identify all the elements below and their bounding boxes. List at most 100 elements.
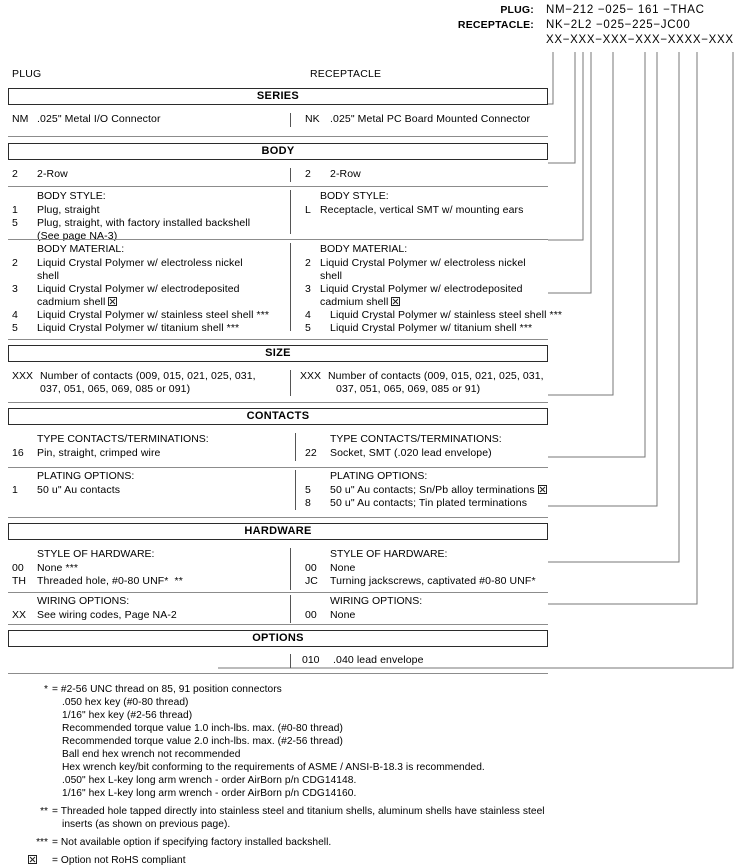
option-code: 1 bbox=[12, 484, 18, 496]
footnote-line: Ball end hex wrench not recommended bbox=[62, 749, 241, 760]
section-header-body: BODY bbox=[8, 143, 548, 160]
footnote-line: 1/16" hex key (#2-56 thread) bbox=[62, 710, 193, 721]
option-text: See wiring codes, Page NA-2 bbox=[37, 609, 177, 621]
option-text: Threaded hole, #0-80 UNF* ** bbox=[37, 575, 183, 587]
subsection-label: WIRING OPTIONS: bbox=[330, 595, 423, 607]
section-rule bbox=[8, 624, 548, 625]
option-code: 4 bbox=[305, 309, 311, 321]
section-rule bbox=[8, 517, 548, 518]
option-text: .025" Metal PC Board Mounted Connector bbox=[330, 113, 531, 125]
option-text: Plug, straight bbox=[37, 204, 100, 216]
receptacle-part-number: NK−2L2 −025−225−JC00 bbox=[546, 19, 691, 31]
option-text: cadmium shell bbox=[37, 296, 106, 308]
option-code: XXX bbox=[12, 370, 34, 382]
rohs-legend-icon-wrap bbox=[28, 854, 37, 867]
option-text: Liquid Crystal Polymer w/ titanium shell… bbox=[37, 322, 240, 334]
part-number-mask: XX−XXX−XXX−XXX−XXXX−XXX bbox=[546, 34, 734, 46]
option-text: Liquid Crystal Polymer w/ electrodeposit… bbox=[37, 283, 240, 295]
footnote-line: = #2-56 UNC thread on 85, 91 position co… bbox=[52, 684, 282, 695]
plug-part-number-row: PLUG: NM−212 −025− 161 −THAC bbox=[430, 4, 738, 19]
option-code: 00 bbox=[305, 562, 317, 574]
option-text-rohs: cadmium shell bbox=[37, 296, 118, 309]
column-divider bbox=[290, 654, 291, 668]
footnote-line: Recommended torque value 1.0 inch-lbs. m… bbox=[62, 723, 343, 734]
receptacle-label: RECEPTACLE: bbox=[457, 19, 534, 31]
plug-part-number: NM−212 −025− 161 −THAC bbox=[546, 4, 705, 16]
subsection-label: WIRING OPTIONS: bbox=[37, 595, 130, 607]
option-text: Pin, straight, crimped wire bbox=[37, 447, 161, 459]
column-divider bbox=[295, 470, 296, 510]
footnote-mark: *** bbox=[36, 837, 48, 848]
option-text: shell bbox=[320, 270, 343, 282]
option-code: 2 bbox=[305, 257, 311, 269]
option-code: L bbox=[305, 204, 311, 216]
option-code: 2 bbox=[12, 257, 18, 269]
column-caption-plug: PLUG bbox=[12, 68, 42, 80]
option-code: 5 bbox=[12, 217, 18, 229]
option-text: 2-Row bbox=[37, 168, 68, 180]
option-text: Liquid Crystal Polymer w/ electroless ni… bbox=[37, 257, 243, 269]
option-code: 1 bbox=[12, 204, 18, 216]
section-rule bbox=[8, 402, 548, 403]
option-code: XXX bbox=[300, 370, 322, 382]
option-code: NM bbox=[12, 113, 29, 125]
option-text: cadmium shell bbox=[320, 296, 389, 308]
section-rule bbox=[8, 186, 548, 187]
option-code: 8 bbox=[305, 497, 311, 509]
option-code: 3 bbox=[12, 283, 18, 295]
section-header-hardware: HARDWARE bbox=[8, 523, 548, 540]
rohs-noncompliant-icon bbox=[28, 855, 37, 864]
subsection-label: STYLE OF HARDWARE: bbox=[330, 548, 448, 560]
option-text: 037, 051, 065, 069, 085 or 091) bbox=[40, 383, 191, 395]
column-divider bbox=[295, 433, 296, 461]
part-number-header: PLUG: NM−212 −025− 161 −THAC RECEPTACLE:… bbox=[430, 4, 738, 49]
option-text: Liquid Crystal Polymer w/ electroless ni… bbox=[320, 257, 526, 269]
footnote-line: 1/16" hex L-key long arm wrench - order … bbox=[62, 788, 357, 799]
option-code: 3 bbox=[305, 283, 311, 295]
option-code: JC bbox=[305, 575, 318, 587]
section-rule bbox=[8, 136, 548, 137]
option-text: Number of contacts (009, 015, 021, 025, … bbox=[40, 370, 256, 382]
section-header-contacts: CONTACTS bbox=[8, 408, 548, 425]
option-code: 2 bbox=[12, 168, 18, 180]
footnote-line: .050" hex L-key long arm wrench - order … bbox=[62, 775, 357, 786]
section-header-options: OPTIONS bbox=[8, 630, 548, 647]
subsection-label: PLATING OPTIONS: bbox=[37, 470, 135, 482]
option-code: 4 bbox=[12, 309, 18, 321]
section-rule bbox=[8, 673, 548, 674]
footnote-line: Hex wrench key/bit conforming to the req… bbox=[62, 762, 485, 773]
option-text: 50 u" Au contacts bbox=[37, 484, 121, 496]
footnote-mark: * bbox=[44, 684, 48, 695]
option-text: Liquid Crystal Polymer w/ stainless stee… bbox=[330, 309, 563, 321]
option-code: TH bbox=[12, 575, 26, 587]
plug-label: PLUG: bbox=[500, 4, 534, 16]
subsection-label: BODY MATERIAL: bbox=[37, 243, 125, 255]
receptacle-part-number-row: RECEPTACLE: NK−2L2 −025−225−JC00 bbox=[430, 19, 738, 34]
section-rule bbox=[8, 592, 548, 593]
option-text: 037, 051, 065, 069, 085 or 91) bbox=[336, 383, 481, 395]
column-divider bbox=[290, 243, 291, 331]
section-rule bbox=[8, 239, 548, 240]
option-code: XX bbox=[12, 609, 27, 621]
footnote-line: = Threaded hole tapped directly into sta… bbox=[52, 806, 545, 817]
option-code: 00 bbox=[12, 562, 24, 574]
option-text: 2-Row bbox=[330, 168, 361, 180]
option-text: None bbox=[330, 609, 356, 621]
option-code: 010 bbox=[302, 654, 320, 666]
column-divider bbox=[290, 190, 291, 234]
option-code: 22 bbox=[305, 447, 317, 459]
column-divider bbox=[290, 370, 291, 396]
footnote-line: = Not available option if specifying fac… bbox=[52, 837, 332, 848]
option-text: .040 lead envelope bbox=[333, 654, 424, 666]
section-header-series: SERIES bbox=[8, 88, 548, 105]
rohs-noncompliant-icon bbox=[537, 485, 547, 494]
column-divider bbox=[290, 595, 291, 623]
option-text-rohs: cadmium shell bbox=[320, 296, 401, 309]
option-code: 5 bbox=[305, 322, 311, 334]
option-text: .025" Metal I/O Connector bbox=[37, 113, 161, 125]
option-text: Socket, SMT (.020 lead envelope) bbox=[330, 447, 492, 459]
option-text: 50 u" Au contacts; Sn/Pb alloy terminati… bbox=[330, 484, 535, 496]
rohs-noncompliant-icon bbox=[108, 297, 118, 306]
option-text: Liquid Crystal Polymer w/ titanium shell… bbox=[330, 322, 533, 334]
footnote-line: .050 hex key (#0-80 thread) bbox=[62, 697, 189, 708]
